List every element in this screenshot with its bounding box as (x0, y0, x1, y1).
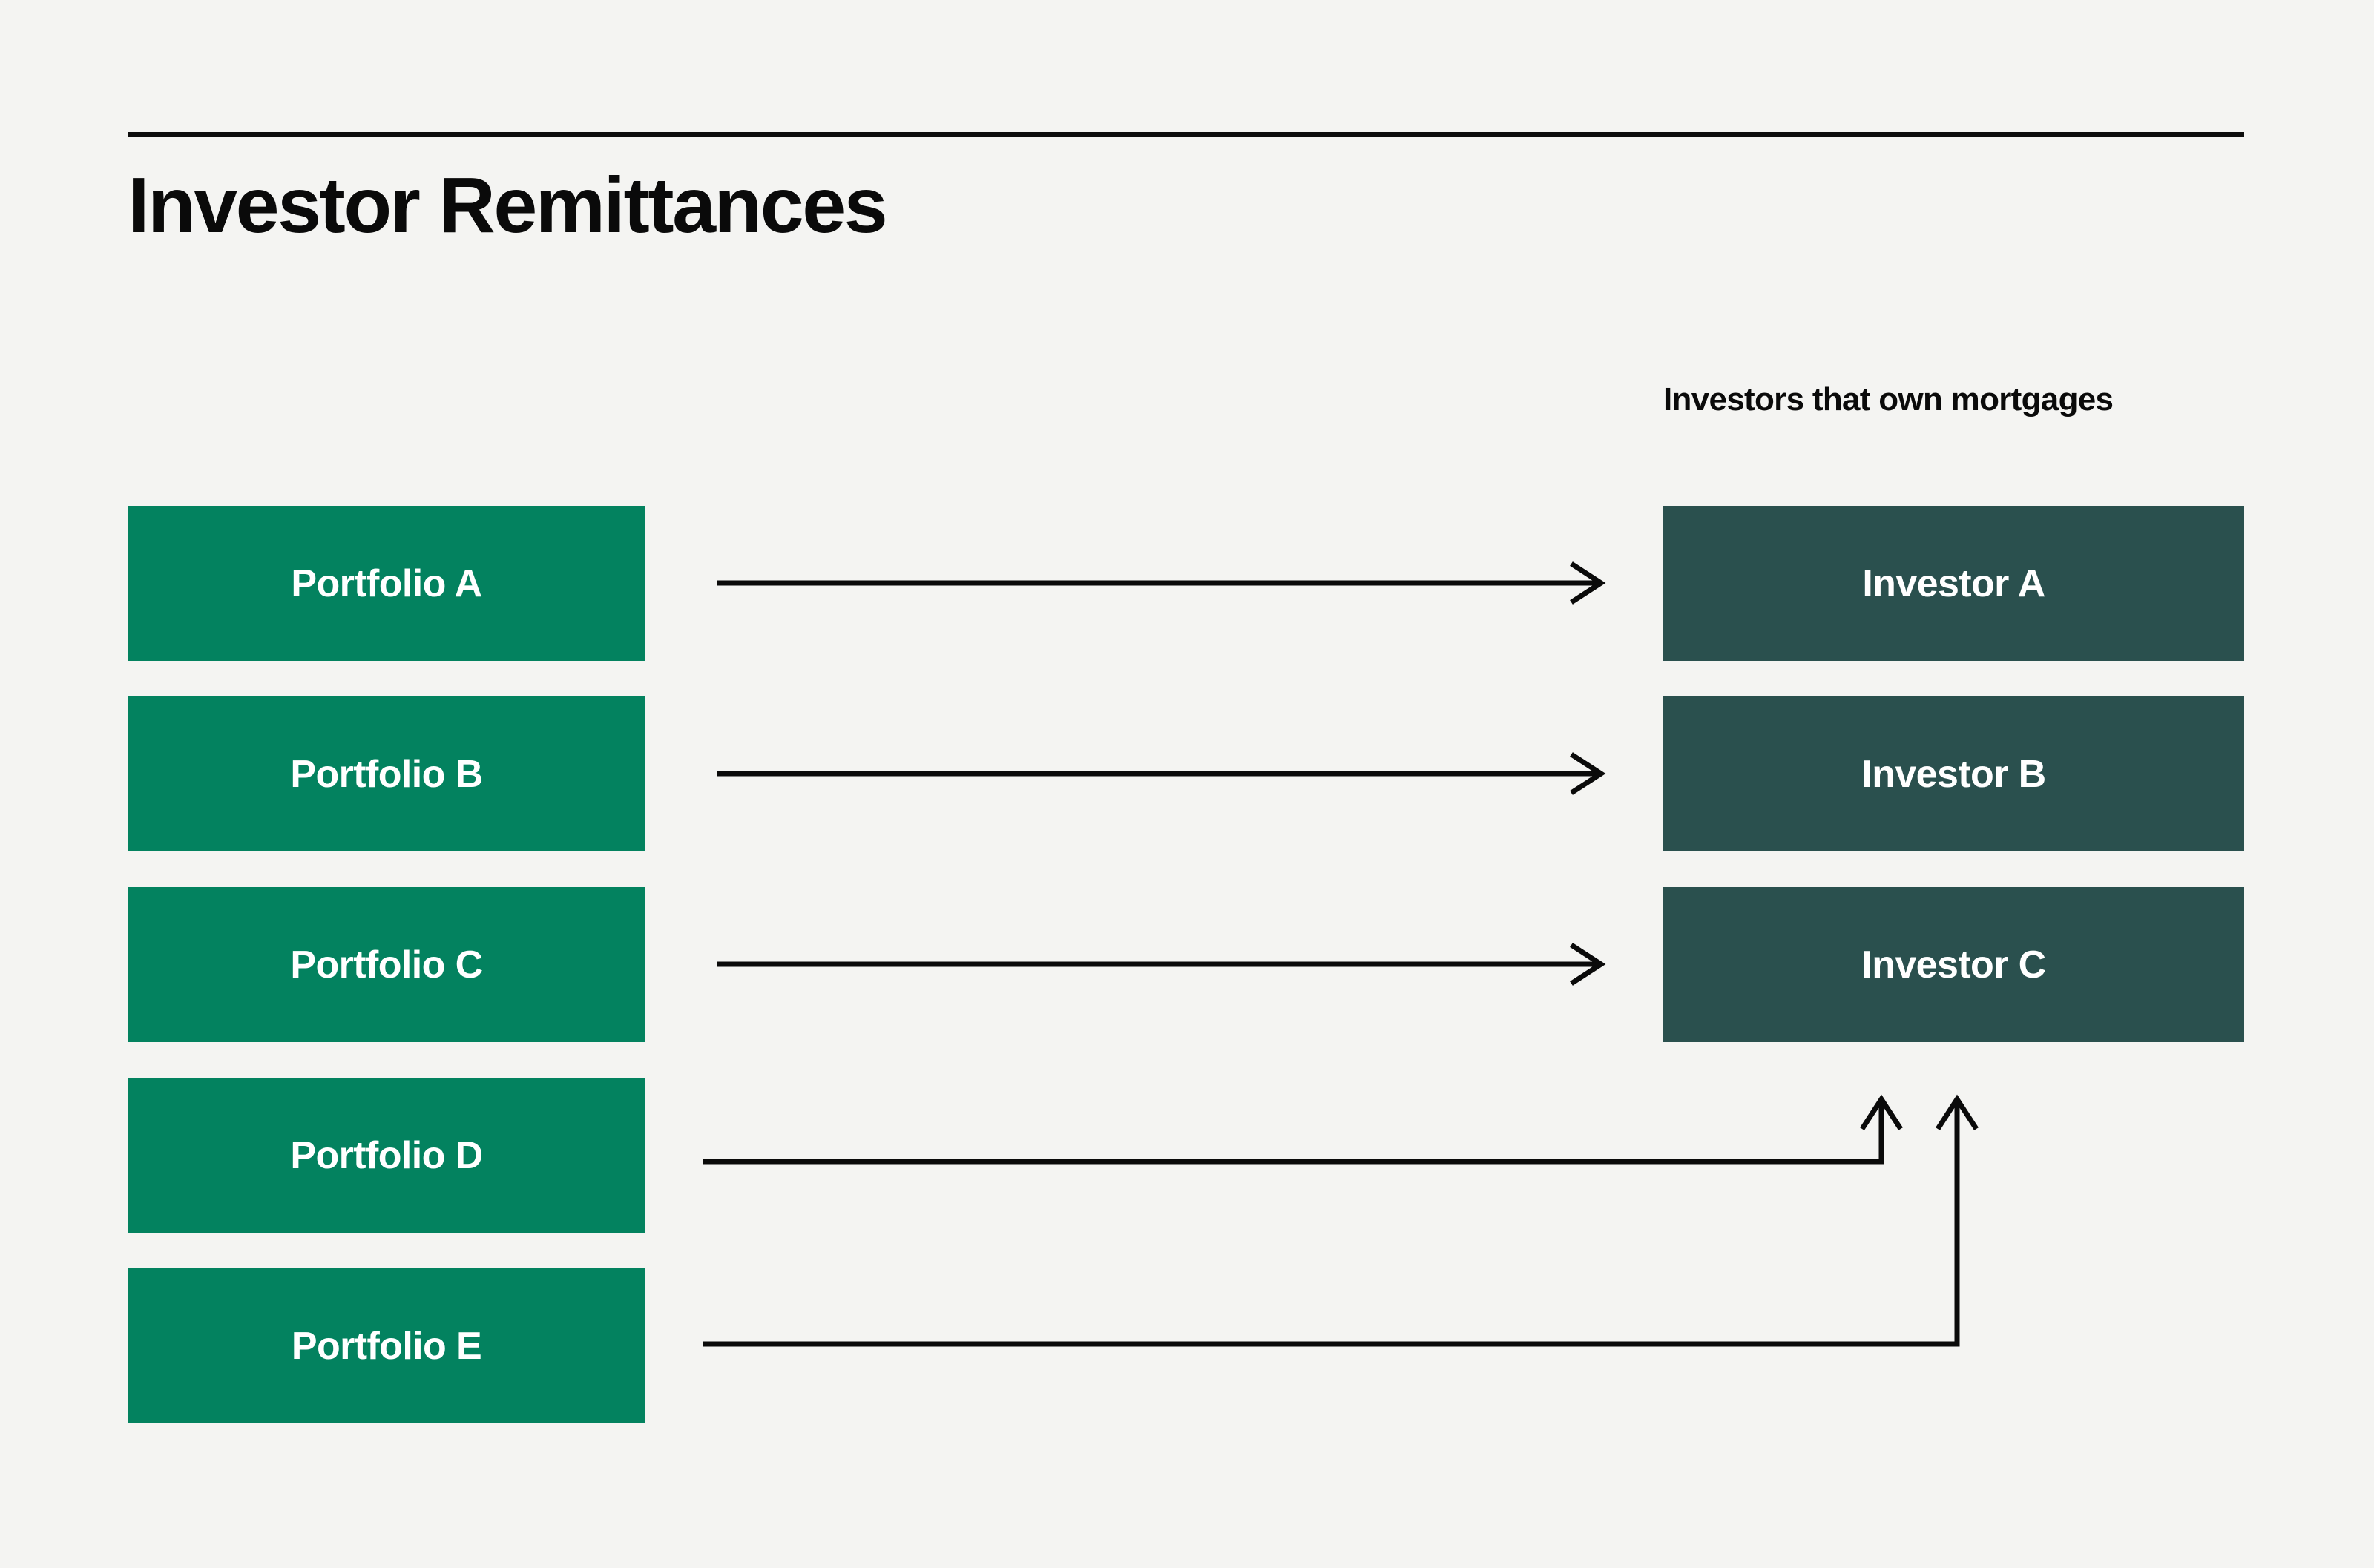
page-title: Investor Remittances (128, 162, 888, 249)
node-portfolio-a[interactable]: Portfolio A (128, 506, 645, 661)
node-portfolio-c[interactable]: Portfolio C (128, 887, 645, 1042)
header-divider (128, 132, 2244, 137)
node-label: Investor A (1862, 561, 2045, 605)
arrow-portfolio-c-to-investor-c (717, 943, 1606, 986)
node-label: Investor B (1861, 752, 2046, 796)
node-label: Portfolio A (291, 561, 482, 605)
node-investor-a[interactable]: Investor A (1663, 506, 2244, 661)
node-portfolio-e[interactable]: Portfolio E (128, 1268, 645, 1423)
arrow-portfolio-a-to-investor-a (717, 561, 1606, 605)
arrow-portfolio-b-to-investor-b (717, 752, 1606, 795)
node-investor-c[interactable]: Investor C (1663, 887, 2244, 1042)
node-portfolio-d[interactable]: Portfolio D (128, 1078, 645, 1233)
arrow-portfolio-e-to-investor-c (703, 1094, 1979, 1347)
arrow-portfolio-d-to-investor-c (703, 1094, 1903, 1165)
node-label: Investor C (1861, 943, 2046, 986)
node-label: Portfolio C (290, 943, 483, 986)
investors-column-caption: Investors that own mortgages (1663, 381, 2114, 418)
node-portfolio-b[interactable]: Portfolio B (128, 696, 645, 851)
node-label: Portfolio D (290, 1133, 483, 1177)
node-label: Portfolio B (290, 752, 483, 796)
node-label: Portfolio E (291, 1324, 482, 1368)
node-investor-b[interactable]: Investor B (1663, 696, 2244, 851)
